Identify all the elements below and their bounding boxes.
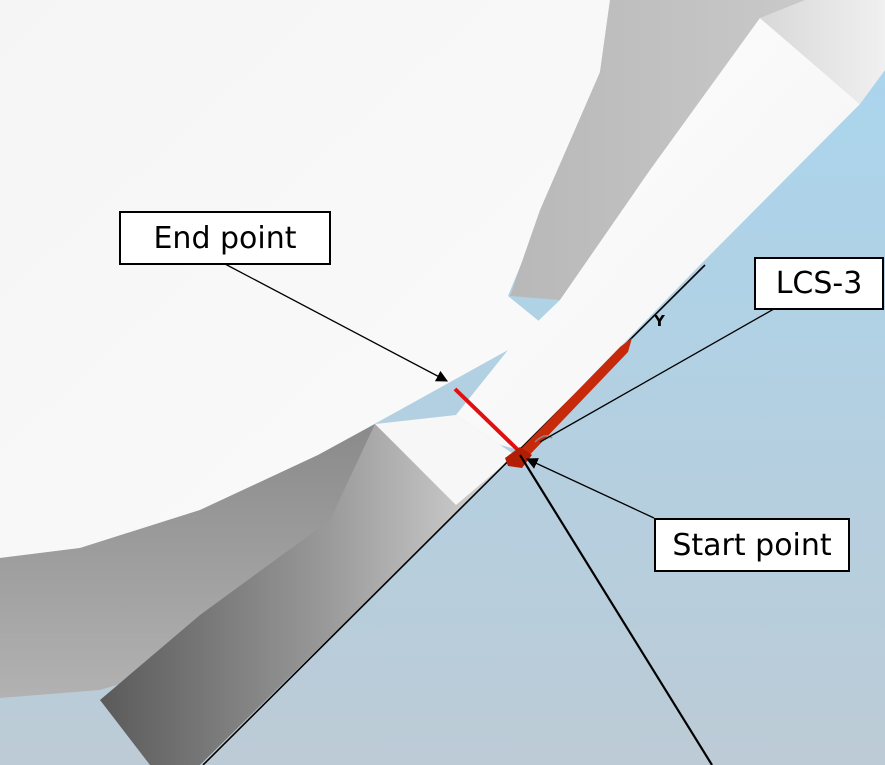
start-point-callout: Start point — [654, 518, 850, 572]
lcs-label: LCS-3 — [775, 266, 863, 301]
disk-face — [0, 0, 610, 558]
end-point-label: End point — [153, 220, 297, 256]
lcs-x-axis-line — [519, 454, 713, 765]
path-segment — [453, 387, 520, 452]
triad-arc — [534, 435, 553, 443]
upper-blade-end-face — [760, 0, 885, 104]
triad-y-arrow — [510, 338, 632, 465]
lower-blade — [100, 424, 515, 765]
upper-ridge-surface — [510, 0, 805, 300]
start-point-leader — [525, 458, 655, 519]
lower-left-surface — [0, 424, 420, 698]
start-point-label: Start point — [672, 527, 832, 563]
lcs-callout: LCS-3 — [754, 257, 884, 310]
end-point-leader — [224, 263, 449, 382]
upper-blade — [456, 18, 860, 450]
triad-y-label: Y — [653, 312, 666, 330]
end-point-callout: End point — [119, 211, 331, 265]
blade-root-face — [375, 415, 515, 505]
